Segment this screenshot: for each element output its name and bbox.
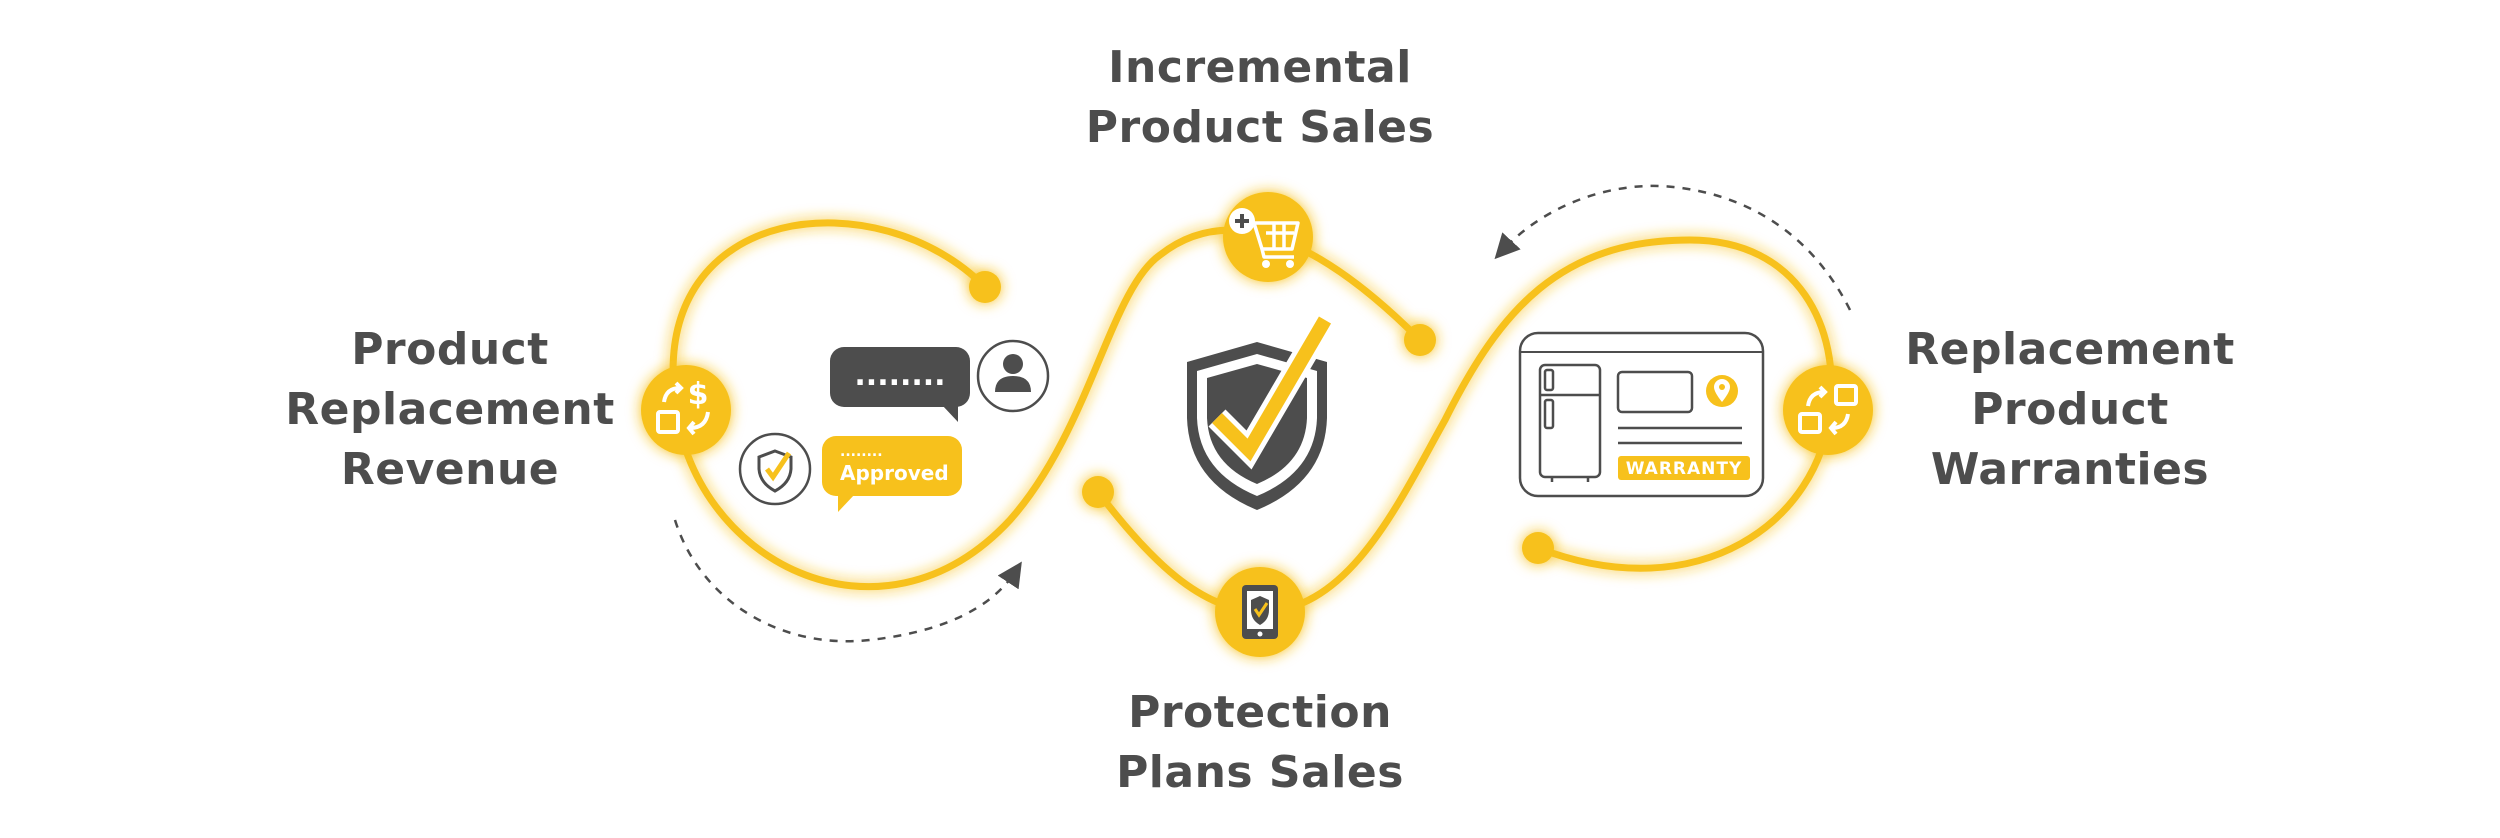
node-tablet — [1215, 567, 1305, 657]
label-line: Incremental — [1108, 42, 1412, 93]
label-replacement-product-warranties: Replacement Product Warranties — [1860, 320, 2280, 500]
label-line: Revenue — [340, 444, 560, 495]
label-protection-plans-sales: Protection Plans Sales — [1000, 683, 1520, 803]
label-line: Replacement — [285, 384, 615, 435]
label-incremental-product-sales: Incremental Product Sales — [1000, 38, 1520, 158]
node-warranty — [1783, 365, 1873, 455]
label-line: Product — [351, 324, 549, 375]
loop-endpoint — [1404, 324, 1436, 356]
password-dots: ........ — [854, 358, 945, 393]
cycle-arrow-right — [1494, 184, 1852, 311]
location-pin-icon — [1706, 375, 1738, 407]
approval-avatar — [738, 432, 812, 506]
node-cart — [1223, 192, 1313, 282]
label-line: Protection — [1128, 687, 1392, 738]
approved-bubble — [822, 436, 962, 496]
exchange-dollar-icon — [656, 381, 710, 436]
warranty-badge-text: WARRANTY — [1626, 459, 1743, 479]
approved-dots: ........ — [840, 444, 883, 460]
label-line: Warranties — [1930, 444, 2210, 495]
password-bubble — [830, 347, 970, 407]
shield-check-icon — [1187, 313, 1336, 510]
warranty-card: WARRANTY — [1518, 331, 1765, 498]
label-product-replacement-revenue: Product Replacement Revenue — [240, 320, 660, 500]
cycle-arrow-left — [673, 519, 1022, 643]
label-line: Replacement — [1905, 324, 2235, 375]
label-line: Plans Sales — [1116, 747, 1404, 798]
label-line: Product Sales — [1085, 102, 1435, 153]
loop-endpoint — [1522, 532, 1554, 564]
tablet-shield-icon — [1242, 585, 1278, 639]
small-shield-icon — [757, 449, 793, 493]
loop-endpoint — [969, 271, 1001, 303]
refrigerator-icon — [1538, 363, 1602, 482]
label-line: Product — [1971, 384, 2169, 435]
exchange-icon — [1798, 384, 1858, 436]
warranty-badge — [1618, 456, 1750, 480]
chat-illustration: ........ ........ Approved — [738, 339, 1050, 512]
approved-label: Approved — [840, 461, 949, 485]
node-revenue: $ — [641, 365, 731, 455]
add-to-cart-icon — [1252, 221, 1300, 259]
loop-endpoint — [1082, 476, 1114, 508]
svg-text:$: $ — [688, 377, 709, 412]
user-icon — [995, 354, 1031, 392]
